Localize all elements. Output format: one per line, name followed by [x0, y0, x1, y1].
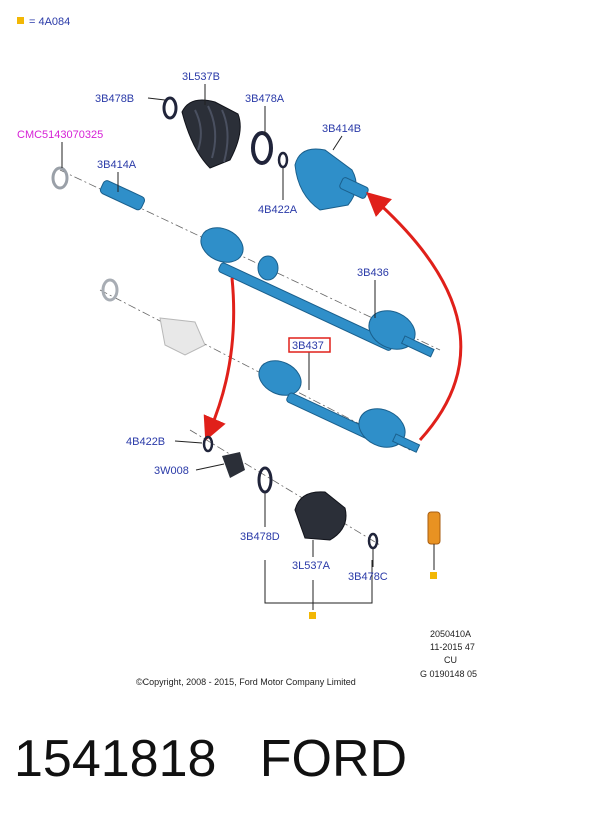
- ring-4B422B-part: [202, 435, 214, 453]
- label-3B478C: 3B478C: [348, 571, 388, 583]
- info-line-1: 2050410A: [430, 629, 471, 639]
- clamp-3B478B-part: [162, 96, 178, 120]
- label-3L537B: 3L537B: [182, 71, 220, 83]
- group-marker: [309, 612, 316, 619]
- leader-3B414B: [332, 135, 343, 151]
- label-3W008: 3W008: [154, 465, 189, 477]
- boot-ribs: [194, 105, 229, 163]
- circlip-ghost: [101, 278, 119, 302]
- label-3B478B: 3B478B: [95, 93, 134, 105]
- group-bracket: [264, 560, 373, 610]
- legend-marker: [17, 17, 24, 24]
- inner-joint-upper: [200, 227, 244, 263]
- outer-stub-lower: [391, 433, 421, 453]
- label-CMC5143070325: CMC5143070325: [17, 129, 103, 141]
- damper-4A084-part: [427, 511, 441, 545]
- label-3B414B: 3B414B: [322, 123, 361, 135]
- legend-text: = 4A084: [29, 16, 70, 28]
- leader-3W008: [195, 463, 225, 471]
- info-line-4: G 0190148 05: [420, 669, 477, 679]
- label-3B437-highlight: [288, 337, 331, 353]
- leader-3B478B: [147, 97, 166, 101]
- part-number-caption: 1541818 FORD: [14, 730, 408, 788]
- label-3B437: 3B437: [292, 340, 324, 352]
- spline-3B414A-part: [99, 180, 145, 211]
- boot-3L537B-part: [181, 99, 241, 169]
- label-3B436: 3B436: [357, 267, 389, 279]
- boot-3L537A-part: [294, 491, 347, 541]
- red-arrow-left: [203, 277, 236, 442]
- damper-upper: [257, 255, 279, 281]
- assembly-axis-bottom: [189, 429, 381, 546]
- label-3B414A: 3B414A: [97, 159, 137, 171]
- label-3L537A: 3L537A: [292, 560, 331, 572]
- inner-joint-lower: [258, 360, 302, 396]
- leader-4B422B: [174, 440, 203, 444]
- label-4B422A: 4B422A: [258, 204, 298, 216]
- outer-stub-upper: [400, 335, 435, 358]
- parts-diagram: = 4A084: [17, 16, 477, 687]
- label-3B478A: 3B478A: [245, 93, 285, 105]
- copyright-text: ©Copyright, 2008 - 2015, Ford Motor Comp…: [136, 677, 356, 687]
- red-arrow-right: [366, 191, 463, 442]
- clamp-3B478C-part: [367, 532, 379, 550]
- bearing-3W008-part: [222, 452, 245, 478]
- joint-ghost: [159, 317, 206, 356]
- info-line-2: 11-2015 47: [430, 642, 475, 652]
- ring-4B422A-part: [277, 151, 289, 169]
- label-4B422B: 4B422B: [126, 436, 165, 448]
- clamp-3B478D-part: [257, 466, 273, 494]
- circlip-CMC-part: [51, 166, 69, 190]
- damper-marker: [430, 572, 437, 579]
- info-line-3: CU: [444, 655, 457, 665]
- label-3B478D: 3B478D: [240, 531, 280, 543]
- clamp-3B478A-part: [251, 131, 273, 165]
